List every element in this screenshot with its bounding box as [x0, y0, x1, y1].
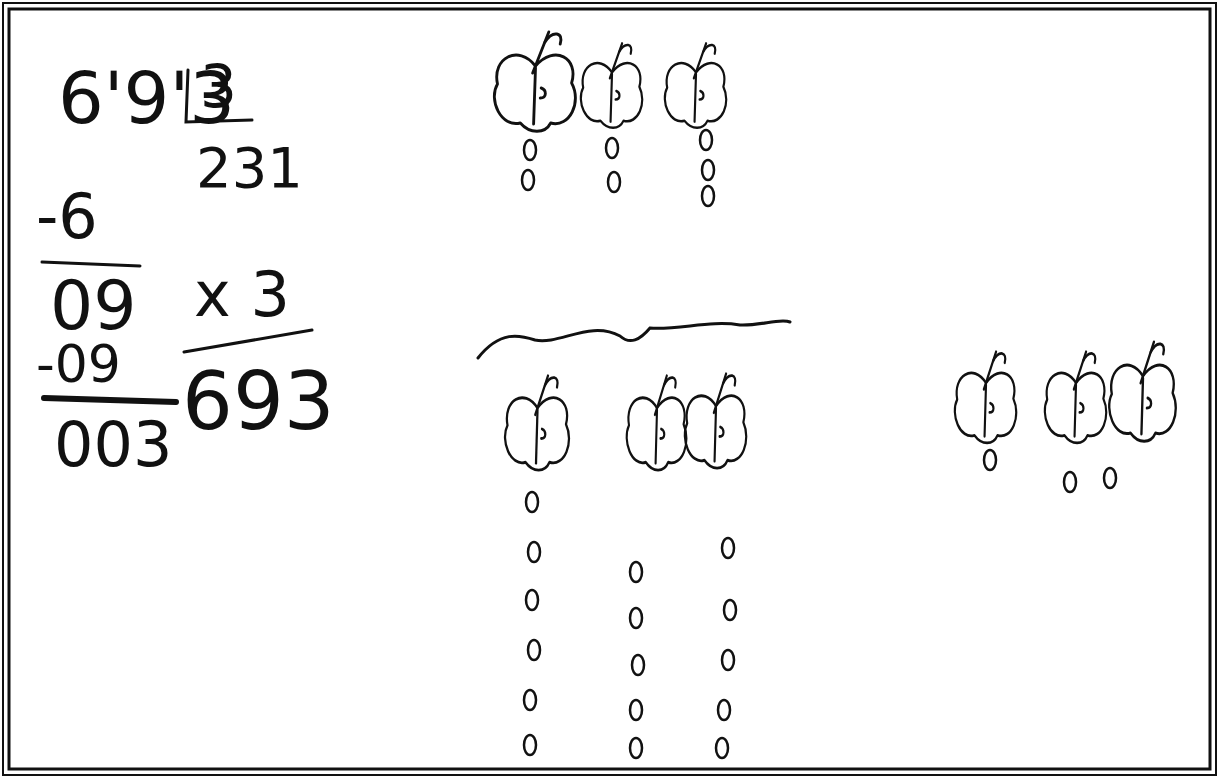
quotient: 231 — [196, 140, 303, 196]
remainder-step: 09 — [50, 272, 137, 340]
remainder: 003 — [54, 414, 172, 476]
product: 693 — [182, 362, 335, 442]
subtraction-step: -09 — [36, 338, 121, 390]
divisor: 3 — [200, 58, 237, 116]
subtraction-step: -6 — [36, 186, 98, 248]
multiplier: x 3 — [194, 264, 290, 326]
